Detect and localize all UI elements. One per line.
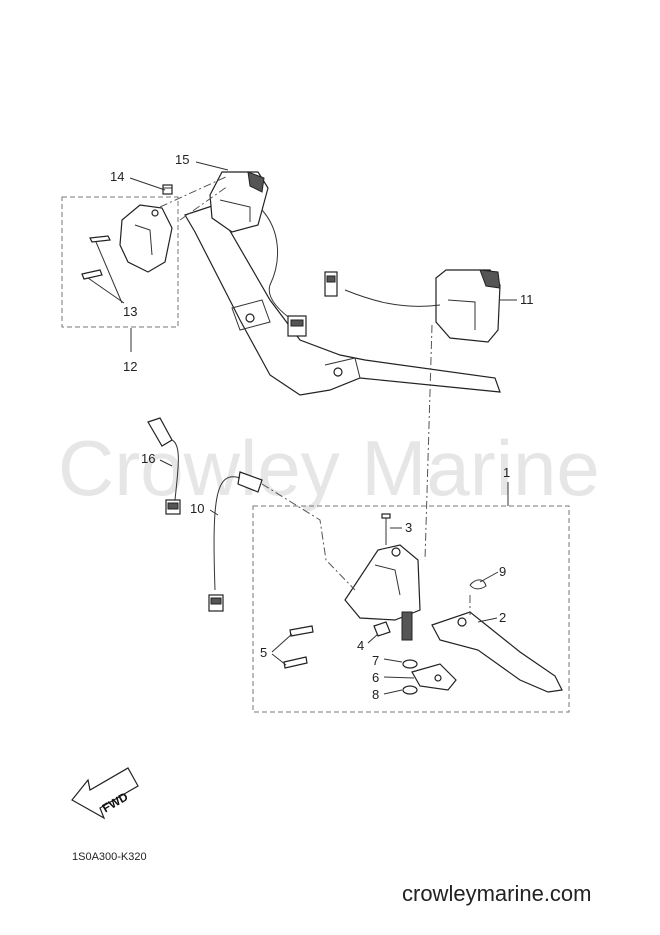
left-handlebar-switch <box>209 171 307 337</box>
washer-8 <box>402 685 418 695</box>
bolts-5 <box>283 625 314 669</box>
callout-8: 8 <box>372 687 379 702</box>
callout-6: 6 <box>372 670 379 685</box>
connection-lines <box>159 175 471 615</box>
leader-lines <box>87 161 517 695</box>
lever-bracket <box>344 544 421 641</box>
sensor-10 <box>208 471 263 612</box>
right-handlebar-switch <box>324 269 501 343</box>
callout-16: 16 <box>141 451 155 466</box>
callout-11: 11 <box>520 292 534 307</box>
callout-14: 14 <box>110 169 124 184</box>
callout-4: 4 <box>357 638 364 653</box>
footer-brand[interactable]: crowleymarine.com <box>402 881 592 906</box>
washer-7 <box>402 659 418 669</box>
spring-9 <box>469 579 487 590</box>
fwd-arrow: FWD <box>71 767 139 820</box>
callout-9: 9 <box>499 564 506 579</box>
callout-13: 13 <box>123 304 137 319</box>
plate-6 <box>411 663 457 691</box>
switch-housing-box <box>61 196 179 328</box>
callout-2: 2 <box>499 610 506 625</box>
callouts: 15 14 13 12 11 16 10 1 3 9 2 4 5 7 6 8 <box>110 152 534 702</box>
switch-housing <box>119 204 173 273</box>
nut-4 <box>373 621 391 637</box>
lever-assembly-box <box>252 505 570 713</box>
callout-3: 3 <box>405 520 412 535</box>
handlebar <box>184 204 501 396</box>
callout-7: 7 <box>372 653 379 668</box>
callout-10: 10 <box>190 501 204 516</box>
callout-5: 5 <box>260 645 267 660</box>
bolt-3 <box>381 513 391 545</box>
sensor-16 <box>147 417 181 515</box>
callout-15: 15 <box>175 152 189 167</box>
callout-12: 12 <box>123 359 137 374</box>
callout-1: 1 <box>503 465 510 480</box>
lever-2 <box>431 611 563 693</box>
diagram-code: 1S0A300-K320 <box>72 851 147 863</box>
screws-13 <box>81 235 111 280</box>
watermark-text: Crowley Marine <box>58 424 600 512</box>
